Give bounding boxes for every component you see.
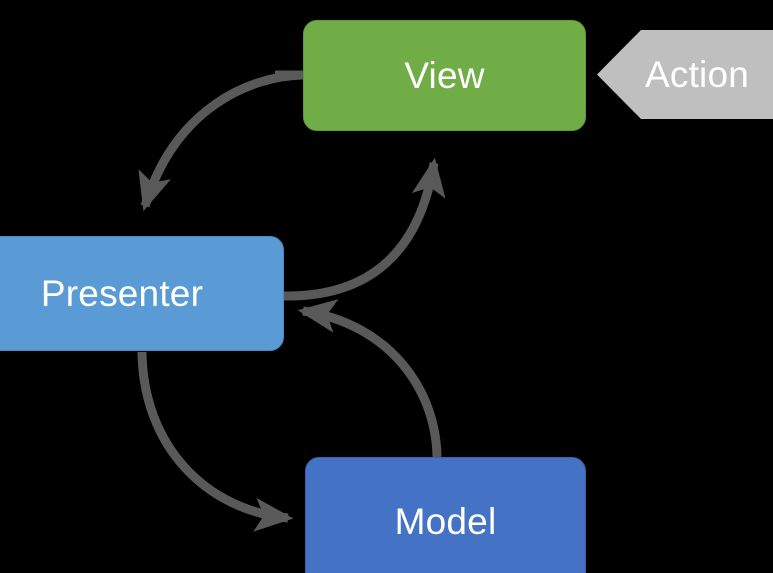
node-model[interactable]: Model	[305, 457, 586, 573]
edge-presenter-to-model	[137, 351, 294, 532]
node-presenter-label: Presenter	[40, 272, 204, 314]
node-action-label: Action	[645, 53, 750, 95]
node-view-label: View	[404, 54, 485, 96]
edge-view-to-presenter	[138, 70, 304, 212]
node-action[interactable]: Action	[597, 30, 773, 119]
edge-presenter-to-view	[283, 157, 446, 301]
node-view[interactable]: View	[303, 20, 586, 131]
edge-model-to-presenter	[297, 299, 442, 458]
node-model-label: Model	[394, 501, 497, 542]
node-presenter[interactable]: Presenter	[0, 236, 284, 351]
